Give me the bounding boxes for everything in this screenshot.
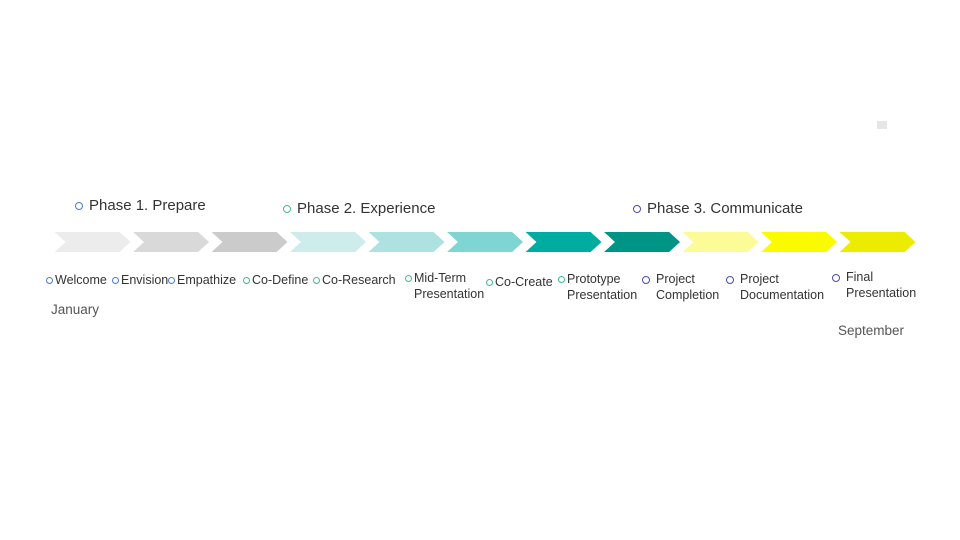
step-bullet-icon: [486, 279, 493, 286]
chevron-segment: [284, 230, 369, 254]
step-envision: Envision: [112, 272, 168, 288]
step-co-research: Co-Research: [313, 272, 396, 288]
step-label: Co-Create: [495, 275, 553, 289]
step-bullet-icon: [642, 276, 650, 284]
chevron-segment: [206, 230, 291, 254]
step-label: Envision: [121, 273, 169, 287]
step-bullet-icon: [558, 276, 565, 283]
phase-2-title: Phase 2. Experience: [283, 200, 435, 217]
month-end-label: September: [838, 323, 905, 338]
phase-1-label: Phase 1. Prepare: [89, 197, 206, 214]
phase-1-title: Phase 1. Prepare: [75, 197, 206, 214]
chevron-segment: [677, 230, 762, 254]
step-bullet-icon: [832, 274, 840, 282]
step-empathize: Empathize: [168, 272, 236, 288]
step-label: Project Documentation: [740, 272, 825, 302]
chevron-segment: [441, 230, 526, 254]
chevron-segment: [834, 230, 919, 254]
step-project-completion: Project Completion: [642, 271, 719, 303]
phase-3-label: Phase 3. Communicate: [647, 200, 803, 217]
step-label: Project Completion: [656, 272, 720, 302]
step-label: Mid-Term Presentation: [414, 271, 485, 301]
step-bullet-icon: [405, 275, 412, 282]
phase-2-label: Phase 2. Experience: [297, 200, 436, 217]
step-label: Empathize: [177, 273, 237, 287]
step-bullet-icon: [313, 277, 320, 284]
chevron-segment: [363, 230, 448, 254]
month-start-label: January: [51, 302, 100, 317]
step-bullet-icon: [112, 277, 119, 284]
step-co-define: Co-Define: [243, 272, 308, 288]
step-bullet-icon: [726, 276, 734, 284]
step-label: Prototype Presentation: [567, 272, 638, 302]
step-label: Co-Define: [252, 273, 309, 287]
step-bullet-icon: [243, 277, 250, 284]
phase-3-bullet-icon: [633, 204, 641, 213]
step-final-presentation: Final Presentation: [832, 269, 916, 301]
chevron-segment: [49, 230, 134, 254]
chevron-segment: [127, 230, 212, 254]
step-label: Final Presentation: [846, 270, 917, 300]
chevron-segment: [520, 230, 605, 254]
step-co-create: Co-Create: [486, 274, 553, 290]
chevron-segment: [598, 230, 683, 254]
phase-1-bullet-icon: [75, 201, 83, 210]
step-project-documentation: Project Documentation: [726, 271, 824, 303]
step-label: Co-Research: [322, 273, 396, 287]
step-bullet-icon: [168, 277, 175, 284]
phase-3-title: Phase 3. Communicate: [633, 200, 803, 217]
chevron-segment: [755, 230, 840, 254]
step-welcome: Welcome: [46, 272, 107, 288]
slide-marker: [877, 121, 887, 129]
phase-2-bullet-icon: [283, 204, 291, 213]
step-mid-term-presentation: Mid-Term Presentation: [405, 270, 484, 302]
step-label: Welcome: [55, 273, 107, 287]
step-bullet-icon: [46, 277, 53, 284]
step-prototype-presentation: Prototype Presentation: [558, 271, 637, 303]
